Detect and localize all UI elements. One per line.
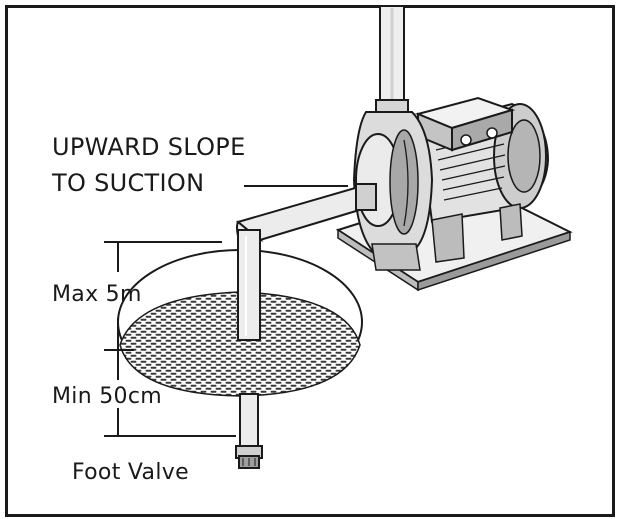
pump-motor — [414, 96, 550, 263]
to-suction-label: TO SUCTION — [52, 169, 205, 197]
discharge-pipe — [375, 5, 409, 115]
foot-valve — [235, 445, 263, 469]
depth-dimension-markers — [104, 241, 236, 437]
min-depth-label: Min 50cm — [52, 384, 162, 409]
pump-housing — [352, 111, 434, 271]
upward-slope-label: UPWARD SLOPE — [52, 133, 246, 161]
suction-pipe — [235, 183, 377, 449]
max-depth-label: Max 5m — [52, 282, 142, 307]
foot-valve-label: Foot Valve — [72, 460, 189, 485]
diagram-frame — [5, 5, 615, 517]
